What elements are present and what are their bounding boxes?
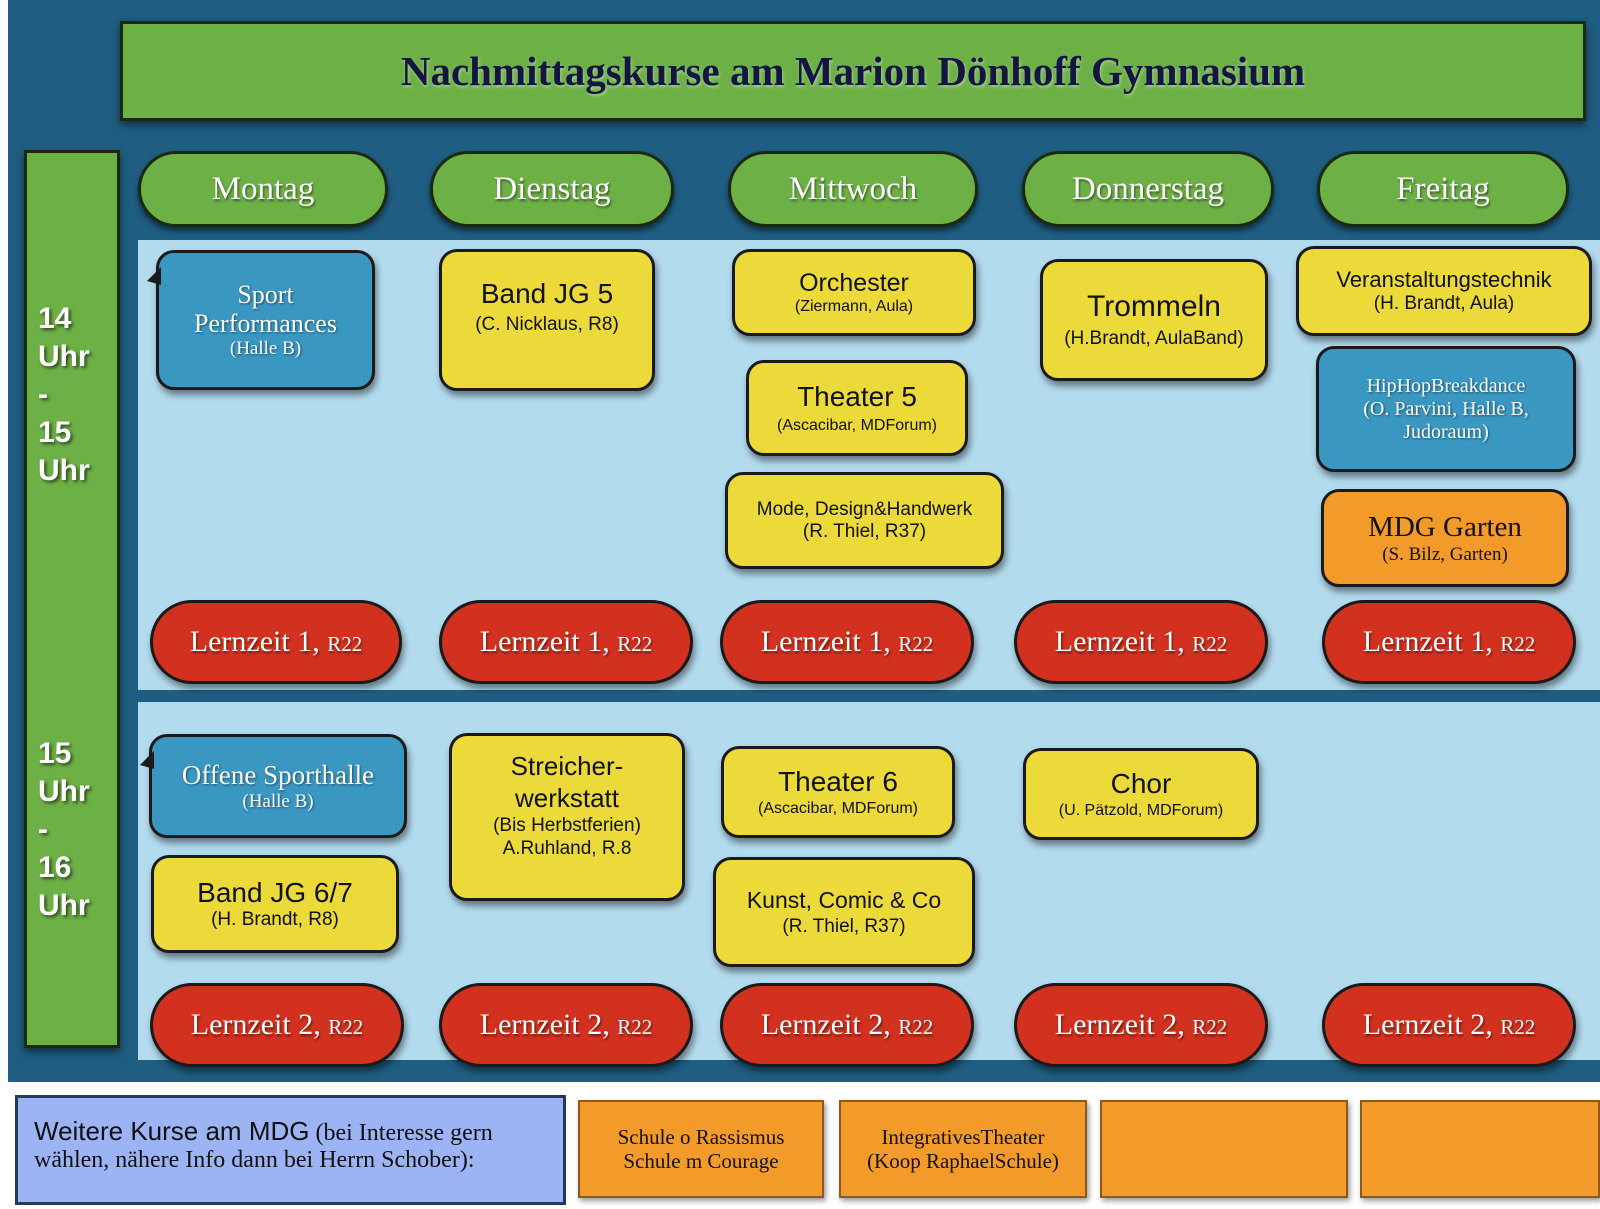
further-courses-note-b: wählen, nähere Info dann bei Herrn Schob…: [34, 1147, 475, 1173]
course-trommeln[interactable]: Trommeln (H.Brandt, AulaBand): [1040, 259, 1268, 381]
course-mdg-garten[interactable]: MDG Garten (S. Bilz, Garten): [1321, 489, 1569, 587]
course-title: Trommeln: [1087, 290, 1221, 323]
lernzeit-text: Lernzeit 1, R22: [1054, 625, 1228, 658]
extra-course-empty-1[interactable]: [1100, 1100, 1348, 1198]
lernzeit1-mittwoch[interactable]: Lernzeit 1, R22: [720, 600, 974, 684]
course-title: Streicher- werkstatt: [510, 751, 624, 813]
course-sub: (Ascacibar, MDForum): [776, 417, 938, 434]
course-sub: (H. Brandt, Aula): [1373, 293, 1515, 314]
course-kunst-comic[interactable]: Kunst, Comic & Co (R. Thiel, R37): [713, 857, 975, 967]
lernzeit2-dienstag[interactable]: Lernzeit 2, R22: [439, 983, 693, 1067]
lernzeit-text: Lernzeit 2, R22: [1362, 1008, 1536, 1041]
course-sub: (Ascacibar, MDForum): [757, 800, 919, 817]
course-title: Theater 6: [778, 766, 898, 797]
time-slot-2-label: 15 Uhr - 16 Uhr: [38, 737, 90, 922]
day-dienstag: Dienstag: [430, 151, 674, 227]
day-montag: Montag: [138, 151, 388, 227]
course-mode-design[interactable]: Mode, Design&Handwerk (R. Thiel, R37): [725, 472, 1004, 569]
extra-course-line2: Schule m Courage: [623, 1149, 779, 1173]
course-title: MDG Garten: [1368, 510, 1522, 543]
course-streicherwerkstatt[interactable]: Streicher- werkstatt (Bis Herbstferien) …: [449, 733, 685, 901]
course-offene-sporthalle[interactable]: Offene Sporthalle (Halle B): [140, 734, 407, 838]
course-title: Orchester: [799, 269, 909, 297]
lernzeit-text: Lernzeit 1, R22: [760, 625, 934, 658]
course-title: Band JG 6/7: [197, 877, 353, 908]
lernzeit1-freitag[interactable]: Lernzeit 1, R22: [1322, 600, 1576, 684]
course-sub: (H. Brandt, R8): [211, 909, 339, 930]
extra-course-empty-2[interactable]: [1360, 1100, 1600, 1198]
lernzeit2-montag[interactable]: Lernzeit 2, R22: [150, 983, 404, 1067]
further-courses-note: Weitere Kurse am MDG (bei Interesse gern…: [15, 1095, 566, 1205]
course-hiphop-breakdance[interactable]: HipHopBreakdance (O. Parvini, Halle B, J…: [1316, 346, 1576, 472]
extra-course-integrativ[interactable]: IntegrativesTheater (Koop RaphaelSchule): [839, 1100, 1087, 1198]
course-title: Offene Sporthalle: [181, 759, 375, 790]
course-title: HipHopBreakdance (O. Parvini, Halle B, J…: [1363, 374, 1529, 443]
lernzeit-text: Lernzeit 1, R22: [479, 625, 653, 658]
lernzeit-text: Lernzeit 1, R22: [1362, 625, 1536, 658]
time-slot-1-label: 14 Uhr - 15 Uhr: [38, 302, 90, 487]
lernzeit1-montag[interactable]: Lernzeit 1, R22: [150, 600, 402, 684]
course-sub: (Halle B): [229, 338, 302, 359]
day-donnerstag: Donnerstag: [1022, 151, 1274, 227]
course-band-jg5[interactable]: Band JG 5 (C. Nicklaus, R8): [439, 249, 655, 391]
course-veranstaltungstechnik[interactable]: Veranstaltungstechnik (H. Brandt, Aula): [1296, 246, 1592, 336]
lernzeit-text: Lernzeit 1, R22: [189, 625, 363, 658]
course-title: Band JG 5: [480, 278, 614, 309]
course-sport-performances[interactable]: Sport Performances (Halle B): [147, 250, 375, 390]
course-sub: (R. Thiel, R37): [782, 915, 906, 937]
course-title: Chor: [1110, 768, 1172, 799]
lernzeit2-mittwoch[interactable]: Lernzeit 2, R22: [720, 983, 974, 1067]
lernzeit2-freitag[interactable]: Lernzeit 2, R22: [1322, 983, 1576, 1067]
course-orchester[interactable]: Orchester (Ziermann, Aula): [732, 249, 976, 336]
lernzeit2-donnerstag[interactable]: Lernzeit 2, R22: [1014, 983, 1268, 1067]
course-sub: (Ziermann, Aula): [794, 298, 914, 315]
course-sub: (R. Thiel, R37): [802, 520, 927, 542]
extra-course-rassismus[interactable]: Schule o Rassismus Schule m Courage: [578, 1100, 824, 1198]
extra-course-line1: Schule o Rassismus: [617, 1125, 785, 1149]
day-mittwoch: Mittwoch: [728, 151, 978, 227]
lernzeit-text: Lernzeit 2, R22: [1054, 1008, 1228, 1041]
course-sub: (U. Pätzold, MDForum): [1058, 802, 1224, 819]
lernzeit1-dienstag[interactable]: Lernzeit 1, R22: [439, 600, 693, 684]
course-title: Kunst, Comic & Co: [746, 886, 942, 913]
course-title: Theater 5: [797, 381, 917, 412]
course-sub: (S. Bilz, Garten): [1382, 543, 1508, 565]
further-courses-note-a: (bei Interesse gern: [309, 1120, 493, 1146]
extra-course-line2: (Koop RaphaelSchule): [867, 1149, 1059, 1173]
day-freitag: Freitag: [1317, 151, 1569, 227]
course-chor[interactable]: Chor (U. Pätzold, MDForum): [1023, 748, 1259, 840]
time-column: [24, 150, 120, 1048]
page-title: Nachmittagskurse am Marion Dönhoff Gymna…: [400, 48, 1306, 94]
course-title: Sport Performances: [194, 280, 337, 338]
course-title: Mode, Design&Handwerk: [756, 498, 973, 520]
title-banner: Nachmittagskurse am Marion Dönhoff Gymna…: [120, 21, 1586, 121]
lernzeit-text: Lernzeit 2, R22: [190, 1008, 364, 1041]
course-sub: (H.Brandt, AulaBand): [1064, 328, 1244, 349]
course-theater5[interactable]: Theater 5 (Ascacibar, MDForum): [746, 360, 968, 456]
course-title: Veranstaltungstechnik: [1336, 267, 1552, 292]
extra-course-line1: IntegrativesTheater: [881, 1125, 1045, 1149]
further-courses-title: Weitere Kurse am MDG: [34, 1116, 310, 1146]
course-sub: (C. Nicklaus, R8): [475, 314, 619, 335]
lernzeit-text: Lernzeit 2, R22: [760, 1008, 934, 1041]
lernzeit-text: Lernzeit 2, R22: [479, 1008, 653, 1041]
course-sub: (Halle B): [242, 790, 314, 812]
course-sub: (Bis Herbstferien) A.Ruhland, R.8: [493, 815, 641, 859]
lernzeit1-donnerstag[interactable]: Lernzeit 1, R22: [1014, 600, 1268, 684]
course-theater6[interactable]: Theater 6 (Ascacibar, MDForum): [721, 746, 955, 838]
course-band-jg67[interactable]: Band JG 6/7 (H. Brandt, R8): [151, 855, 399, 953]
